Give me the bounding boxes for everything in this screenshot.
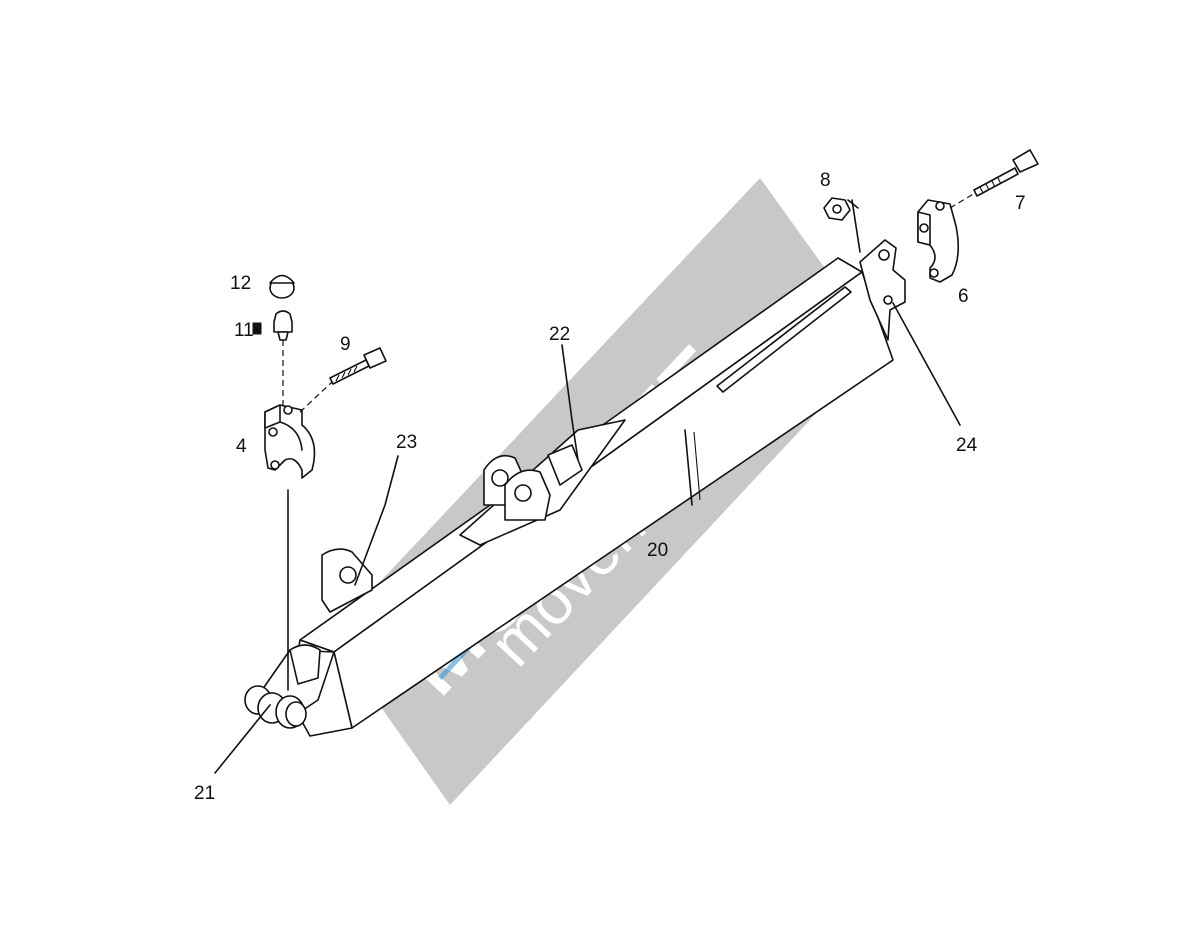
clamp-left xyxy=(264,404,316,479)
callout-12: 12 xyxy=(230,273,251,294)
bolt-7-axis xyxy=(949,192,976,209)
callout-labels: 12 11 9 4 23 22 20 21 8 7 6 24 xyxy=(194,170,1026,804)
callout-20: 20 xyxy=(647,540,668,561)
callout-6: 6 xyxy=(958,286,969,307)
cap-12 xyxy=(269,274,295,299)
callout-7: 7 xyxy=(1015,193,1026,214)
callout-24: 24 xyxy=(956,435,978,456)
nipple-marker xyxy=(252,322,262,335)
bolt-7 xyxy=(973,149,1039,197)
bolt-9 xyxy=(329,347,387,385)
callout-21: 21 xyxy=(194,783,215,804)
callout-22: 22 xyxy=(549,324,570,345)
nut-8 xyxy=(823,197,851,221)
leader-lines xyxy=(214,199,961,774)
callout-4: 4 xyxy=(236,436,247,457)
callout-11: 11 xyxy=(234,320,254,341)
grease-nipple-11 xyxy=(273,310,293,341)
clamp-right xyxy=(917,199,960,283)
boom-arm xyxy=(244,239,906,737)
callout-8: 8 xyxy=(820,170,831,191)
nut-8-drop-line xyxy=(851,199,861,253)
callout-23: 23 xyxy=(396,432,417,453)
bolt-9-axis xyxy=(299,381,333,413)
callout-9: 9 xyxy=(340,334,351,355)
